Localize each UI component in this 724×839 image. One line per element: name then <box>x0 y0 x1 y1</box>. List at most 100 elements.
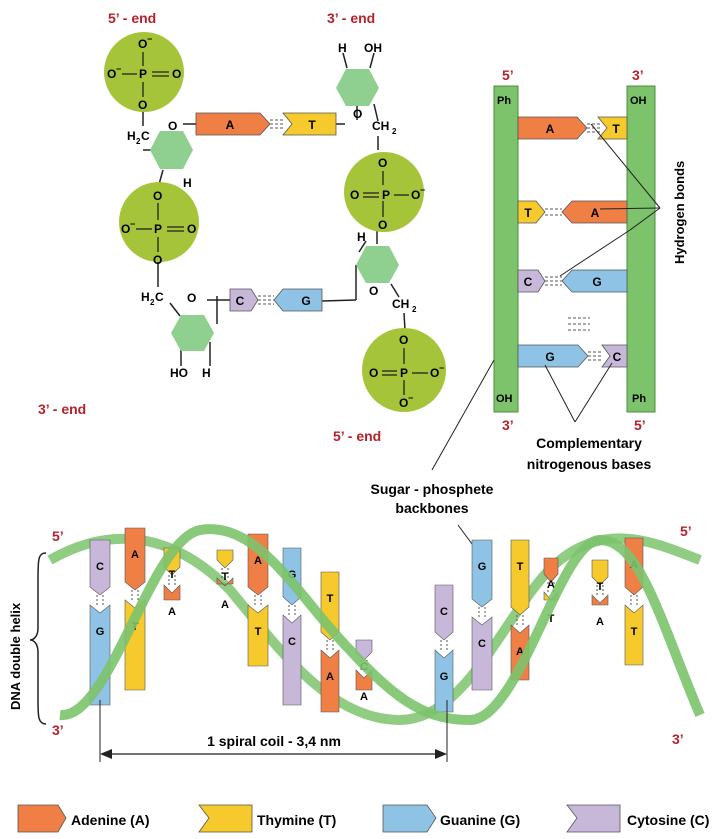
svg-text:C: C <box>613 350 622 364</box>
helix-base-bottom-label: C <box>478 638 486 650</box>
legend: Adenine (A) Thymine (T) Guanine (G) Cyto… <box>17 804 709 833</box>
helix-base-bottom-label: A <box>516 646 524 658</box>
svg-text:O: O <box>138 98 147 112</box>
complementary-label-line1: Complementary <box>536 435 642 451</box>
helix-base-bottom <box>624 604 644 666</box>
helix-base-top-label: A <box>547 579 555 591</box>
phosphate-group-top-left: O − O − P O O <box>104 32 184 112</box>
svg-text:O: O <box>353 107 362 121</box>
helix-base-bottom-label: A <box>360 691 368 703</box>
legend-label-thymine: Thymine (T) <box>257 812 336 828</box>
end-label-5-top-left: 5’ - end <box>108 10 156 26</box>
svg-text:G: G <box>592 275 601 289</box>
svg-text:H: H <box>141 290 150 304</box>
helix-end-3-right: 3’ <box>672 731 684 747</box>
end-label-3-bottom-left: 3’ - end <box>38 401 86 417</box>
thymine-base <box>597 116 628 140</box>
ladder-rung-1: A T <box>517 116 628 140</box>
guanine-swatch <box>382 804 437 833</box>
helix-base-top <box>216 549 234 569</box>
svg-text:2: 2 <box>136 137 141 146</box>
svg-text:−: − <box>130 219 135 229</box>
helix-end-5-left: 5’ <box>52 528 64 544</box>
helix-base-top <box>89 539 111 596</box>
svg-text:O: O <box>378 156 387 170</box>
svg-text:2: 2 <box>392 127 397 136</box>
helix-base-bottom-label: A <box>221 599 229 611</box>
guanine-base <box>561 269 628 293</box>
cytosine-base <box>229 288 259 312</box>
end-label-3-top-right: 3’ - end <box>327 10 375 26</box>
svg-text:−: − <box>116 64 121 74</box>
ladder-diagram: 5’ 3’ 3’ 5’ Ph OH OH Ph A T T A C <box>371 67 687 549</box>
svg-text:O: O <box>187 291 196 305</box>
svg-text:C: C <box>155 290 164 304</box>
sugar-ring-3 <box>356 246 399 283</box>
svg-text:H: H <box>338 41 347 55</box>
helix-base-bottom <box>434 649 454 713</box>
sugar-ring-4 <box>171 315 214 351</box>
helix-end-5-right: 5’ <box>680 523 692 539</box>
spiral-coil-label: 1 spiral coil - 3,4 nm <box>207 733 341 749</box>
thymine-base <box>517 200 546 224</box>
adenine-base <box>195 112 271 136</box>
helix-base-top-label: T <box>597 581 604 593</box>
cytosine-base <box>517 269 546 293</box>
hydrogen-bonds-label: Hydrogen bonds <box>672 161 687 264</box>
helix-brace <box>29 552 47 725</box>
svg-text:−: − <box>420 185 425 195</box>
phosphate-group-bottom-right: O O P O − O − <box>362 328 446 412</box>
helix-base-bottom-label: T <box>548 613 555 625</box>
legend-item-thymine: Thymine (T) <box>198 804 336 833</box>
base-pair-adenine-thymine: A T <box>195 112 337 136</box>
ladder-backbone-left <box>493 85 519 413</box>
dna-double-helix-label: DNA double helix <box>8 602 23 710</box>
svg-text:OH: OH <box>630 95 647 107</box>
adenine-base <box>517 116 588 140</box>
legend-item-adenine: Adenine (A) <box>17 804 150 833</box>
svg-text:2: 2 <box>150 298 155 307</box>
ladder-rung-2: T A <box>517 200 628 224</box>
cytosine-base <box>601 344 628 368</box>
adenine-swatch <box>17 804 67 833</box>
svg-text:O: O <box>369 284 378 298</box>
svg-text:Ph: Ph <box>497 95 511 107</box>
svg-text:T: T <box>308 118 316 132</box>
helix-base-bottom-label: T <box>631 626 638 638</box>
helix-base-bottom-label: G <box>440 671 449 683</box>
svg-text:O: O <box>350 188 359 202</box>
guanine-base <box>517 344 589 368</box>
svg-text:C: C <box>524 275 533 289</box>
helix-base-bottom-label: A <box>168 606 176 618</box>
svg-text:P: P <box>400 366 408 380</box>
ladder-end-5-bottom-right: 5’ <box>634 417 646 433</box>
svg-text:O: O <box>411 188 420 202</box>
sugar-ring-1 <box>150 131 193 169</box>
svg-text:A: A <box>226 118 235 132</box>
svg-text:O: O <box>172 67 181 81</box>
helix-end-3-left: 3’ <box>52 722 64 738</box>
svg-text:−: − <box>408 393 413 403</box>
helix-base-top-label: A <box>131 549 139 561</box>
svg-text:2: 2 <box>412 305 417 314</box>
backbone-label-line1: Sugar - phosphete <box>371 481 494 497</box>
backbone-label-line2: backbones <box>395 500 468 516</box>
ladder-rung-3: C G <box>517 269 628 293</box>
svg-text:H: H <box>357 230 366 244</box>
svg-text:G: G <box>545 350 554 364</box>
helix-base-bottom <box>247 604 269 667</box>
svg-text:P: P <box>154 222 162 236</box>
sugar-ring-2 <box>336 69 379 106</box>
helix-base-top <box>591 559 609 586</box>
svg-text:H: H <box>183 176 192 190</box>
base-pair-cytosine-guanine: C G <box>229 288 323 312</box>
svg-text:O: O <box>168 119 177 133</box>
svg-text:A: A <box>546 122 555 136</box>
svg-text:T: T <box>612 122 620 136</box>
helix-base-top-label: C <box>96 561 104 573</box>
svg-text:O: O <box>430 366 439 380</box>
ladder-backbone-right <box>626 85 656 413</box>
helix-base-bottom <box>471 616 493 691</box>
helix-base-top-label: G <box>478 561 487 573</box>
